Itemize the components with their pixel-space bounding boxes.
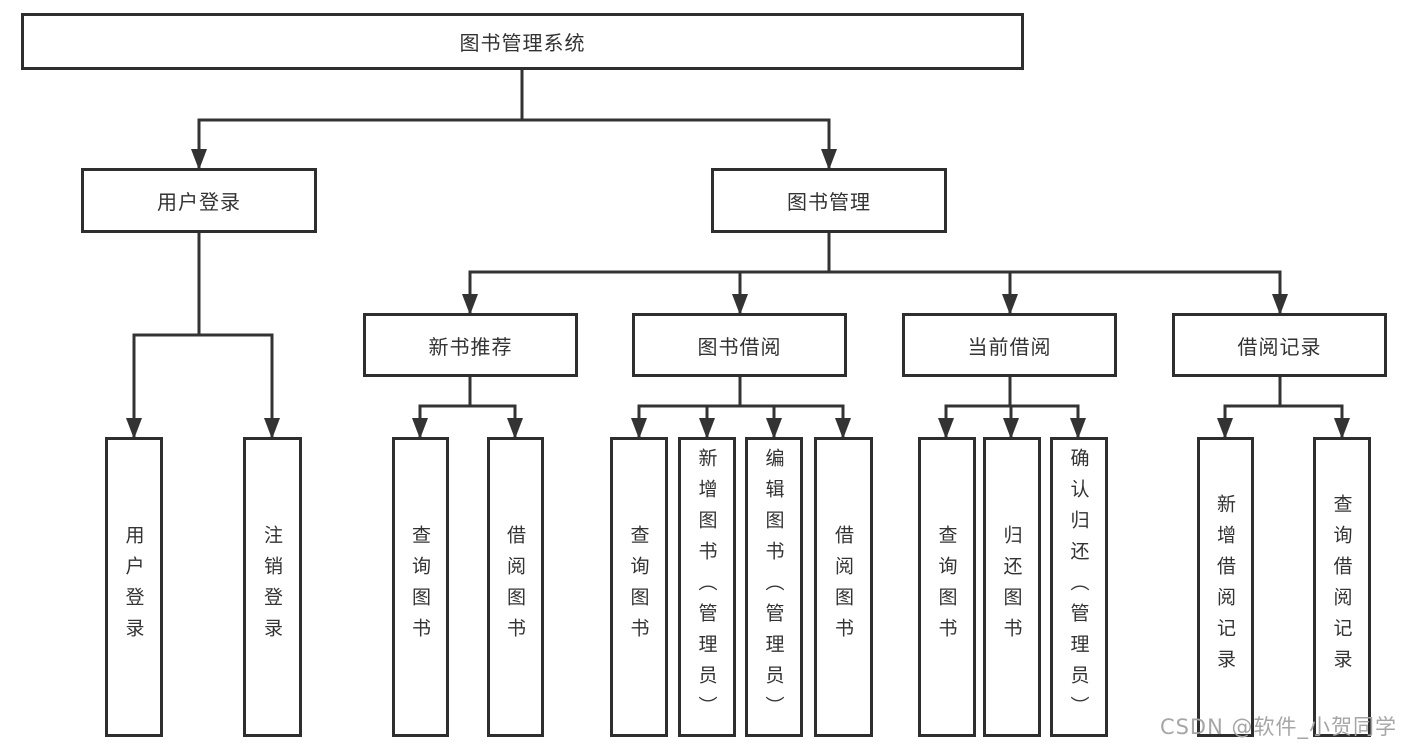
leaf-borrow-book-label: 借阅图书 xyxy=(832,525,854,649)
leaf-query-borrow-record-label: 查询借阅记录 xyxy=(1330,494,1353,680)
node-new-book-recommend: 新书推荐 xyxy=(363,313,578,377)
leaf-current-query-book: 查询图书 xyxy=(918,437,976,737)
leaf-add-borrow-record: 新增借阅记录 xyxy=(1197,437,1254,737)
leaf-edit-book-admin: 编辑图书（管理员） xyxy=(745,437,803,737)
leaf-logout-label: 注销登录 xyxy=(261,525,283,649)
csdn-watermark: CSDN @软件_小贺同学 xyxy=(1159,715,1397,739)
leaf-recommend-query-book: 查询图书 xyxy=(392,437,449,737)
leaf-borrow-query-book: 查询图书 xyxy=(610,437,668,737)
node-borrow-record: 借阅记录 xyxy=(1172,313,1387,377)
node-current-borrow: 当前借阅 xyxy=(902,313,1117,377)
leaf-add-borrow-record-label: 新增借阅记录 xyxy=(1214,494,1236,680)
node-book-borrow-label: 图书借阅 xyxy=(697,334,782,359)
leaf-add-book-admin: 新增图书（管理员） xyxy=(678,437,736,737)
node-book-management-label: 图书管理 xyxy=(787,190,871,214)
leaf-current-query-book-label: 查询图书 xyxy=(935,525,958,649)
leaf-borrow-query-book-label: 查询图书 xyxy=(627,525,650,649)
leaf-confirm-return-admin-label: 确认归还（管理员） xyxy=(1067,447,1090,727)
leaf-user-login: 用户登录 xyxy=(105,437,163,737)
leaf-recommend-borrow-book-label: 借阅图书 xyxy=(504,525,526,649)
leaf-return-book: 归还图书 xyxy=(983,437,1041,737)
leaf-add-book-admin-label: 新增图书（管理员） xyxy=(695,447,718,727)
leaf-user-login-label: 用户登录 xyxy=(122,525,145,649)
node-borrow-record-label: 借阅记录 xyxy=(1237,334,1322,359)
node-root-label: 图书管理系统 xyxy=(459,31,586,55)
node-new-book-recommend-label: 新书推荐 xyxy=(428,334,513,359)
node-current-borrow-label: 当前借阅 xyxy=(967,334,1052,359)
leaf-recommend-borrow-book: 借阅图书 xyxy=(487,437,544,737)
leaf-confirm-return-admin: 确认归还（管理员） xyxy=(1050,437,1108,737)
leaf-borrow-book: 借阅图书 xyxy=(814,437,873,737)
node-user-login-label: 用户登录 xyxy=(157,190,241,214)
node-user-login: 用户登录 xyxy=(81,168,317,233)
node-root: 图书管理系统 xyxy=(21,13,1024,70)
node-book-management: 图书管理 xyxy=(711,168,947,233)
leaf-recommend-query-book-label: 查询图书 xyxy=(409,525,431,649)
leaf-return-book-label: 归还图书 xyxy=(1000,525,1023,649)
node-book-borrow: 图书借阅 xyxy=(632,313,847,377)
leaf-query-borrow-record: 查询借阅记录 xyxy=(1313,437,1371,737)
leaf-edit-book-admin-label: 编辑图书（管理员） xyxy=(762,447,785,727)
leaf-logout: 注销登录 xyxy=(243,437,302,737)
